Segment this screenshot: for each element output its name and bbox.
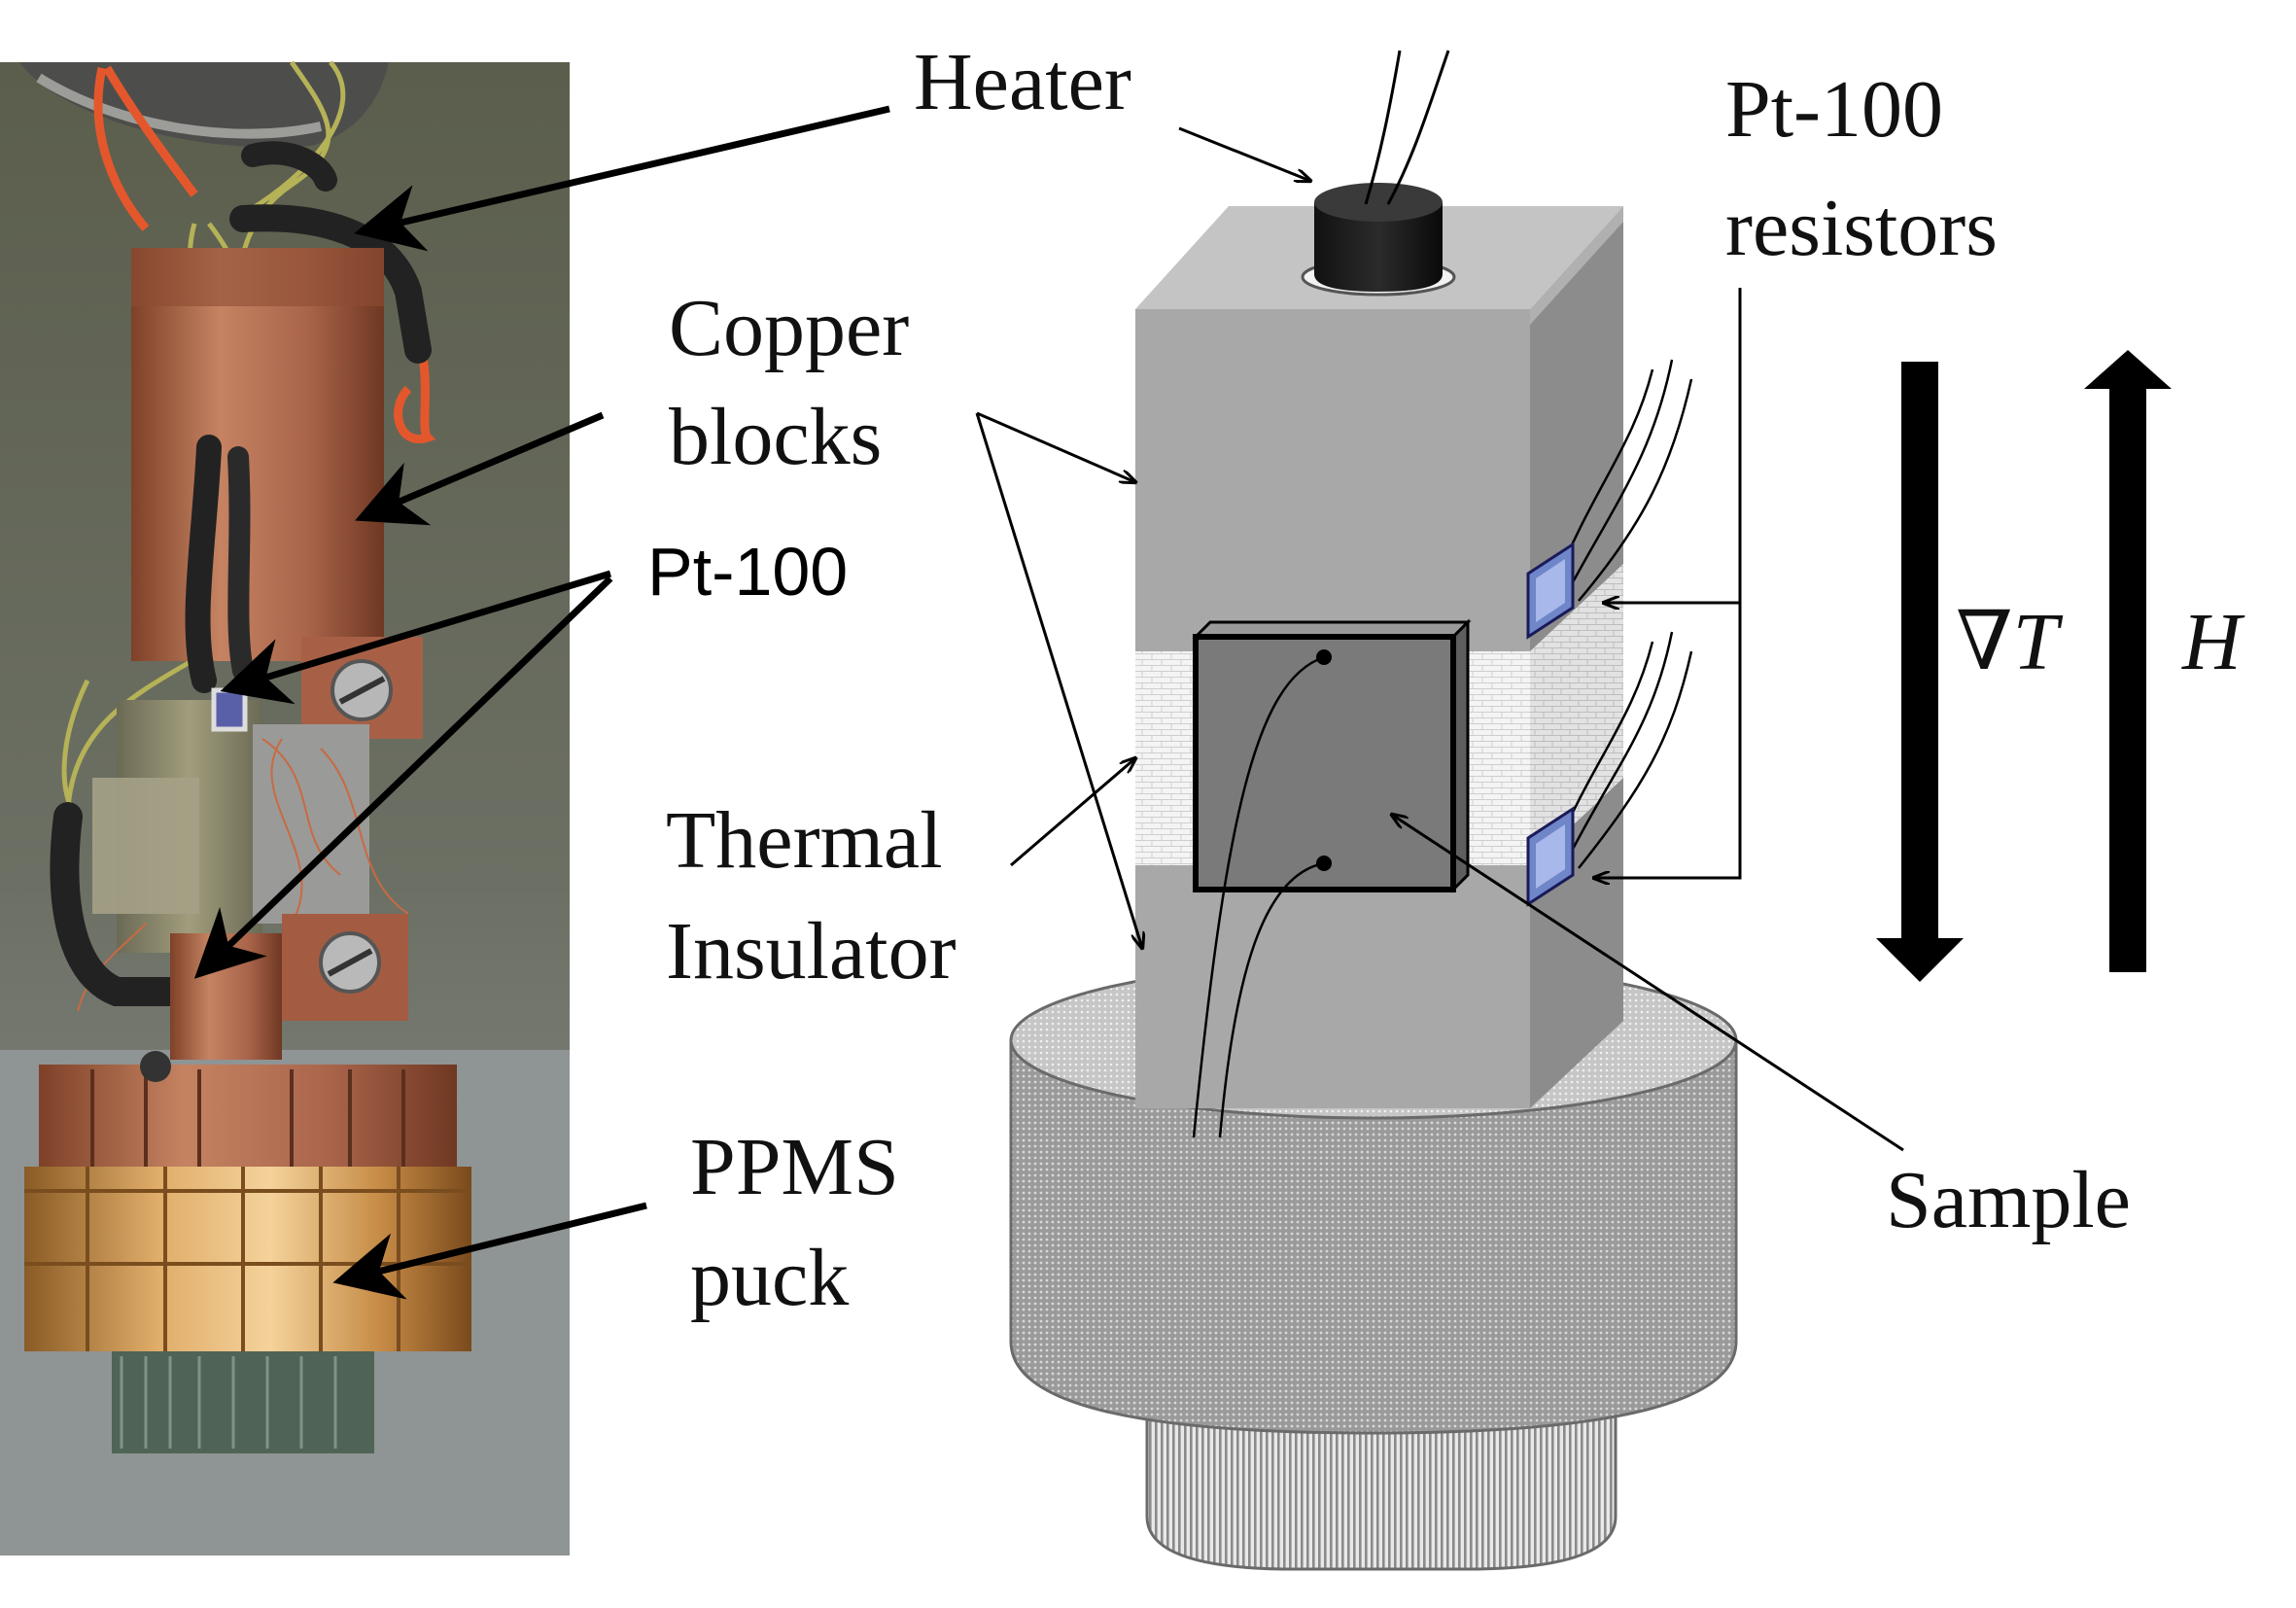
heater-body: [1314, 202, 1443, 292]
arrow-insulator: [1010, 758, 1135, 867]
pt100-upper-chip-inner: [1536, 559, 1565, 622]
label-ppms-line2: puck: [690, 1233, 849, 1323]
field-arrow: [2084, 350, 2172, 972]
label-field-h: H: [2181, 597, 2245, 687]
photo-puck-post: [112, 1351, 374, 1453]
photo-puck-gold-slots: [24, 1167, 471, 1351]
photo-wire-tube-2: [227, 446, 254, 682]
photo-puck-gold-ring: [24, 1167, 471, 1351]
puck-disc-side: [1009, 1038, 1738, 1435]
label-thermal-line1: Thermal: [666, 795, 943, 886]
lower-copper-block-front: [1135, 865, 1530, 1108]
photo-top-fixture-highlight: [36, 73, 323, 139]
photo-fine-wires: [77, 738, 409, 1012]
label-heater: Heater: [914, 37, 1131, 127]
photo-puck-copper-slots: [90, 1069, 405, 1167]
schematic-arrows: [975, 126, 1904, 1152]
photo-wire-tube-3: [50, 802, 209, 1006]
upper-copper-block-front: [1135, 309, 1530, 651]
photo-copper-block-upper: [131, 248, 384, 661]
label-pt100-resistors-line2: resistors: [1725, 183, 1998, 273]
arrow-ppms-photo: [332, 1202, 647, 1300]
heater-wires: [1364, 50, 1450, 205]
labels: Heater Copper blocks Pt-100 Thermal Insu…: [647, 37, 2245, 1323]
photo-heater-tube: [229, 204, 432, 364]
pt100-lower-chip-inner: [1536, 824, 1565, 889]
label-pt100-photo: Pt-100: [647, 534, 848, 610]
heater: [1301, 50, 1456, 297]
arrow-pt100-bottom-photo: [193, 576, 613, 979]
up-arrow-icon: [2084, 350, 2172, 389]
arrow-copper-photo: [355, 411, 605, 526]
arrow-sample: [1392, 815, 1904, 1152]
photo-puck-copper-ring: [39, 1065, 457, 1171]
sample-lead-wires: [1192, 655, 1325, 1138]
gradient-arrow: [1876, 362, 1964, 982]
upper-copper-block-top-edge: [1530, 206, 1623, 325]
arrow-pt100-top-photo: [220, 570, 612, 705]
label-thermal-line2: Insulator: [666, 906, 957, 996]
photo-puck-hole: [140, 1051, 171, 1082]
label-sample: Sample: [1886, 1155, 2131, 1245]
photograph-panel: [0, 60, 570, 1556]
heater-top: [1314, 183, 1443, 222]
photo-copper-block-upper-shade: [131, 248, 384, 306]
insulator-side: [1530, 564, 1623, 865]
label-copper-line1: Copper: [669, 283, 909, 373]
photo-wire-tube-1: [185, 435, 222, 693]
photo-upper-screw-slot: [338, 676, 386, 705]
arrow-copper-lower: [975, 412, 1142, 948]
pt100-resistors: [1526, 359, 1693, 907]
schematic-panel: [975, 50, 2172, 1571]
label-pt100-resistors-line1: Pt-100: [1725, 64, 1943, 155]
photo-heater-tube2: [241, 141, 337, 192]
sample: [1192, 618, 1472, 1138]
arrow-copper-upper: [976, 411, 1135, 482]
label-ppms-line1: PPMS: [690, 1122, 899, 1212]
photo-lower-screw-slot: [327, 948, 373, 977]
down-arrow-icon: [1876, 938, 1964, 982]
photo-sample-plate: [253, 724, 369, 924]
label-copper-line2: blocks: [669, 392, 882, 482]
photo-puck-post-texture: [120, 1356, 337, 1449]
field-arrow-shaft: [2109, 384, 2146, 972]
gradient-arrow-shaft: [1901, 362, 1938, 945]
sample-face: [1193, 634, 1456, 892]
photo-orange-wire: [93, 65, 198, 231]
photo-pt100-top: [211, 687, 248, 732]
arrow-heater-photo: [354, 105, 890, 252]
label-grad-t: ∇T: [1956, 597, 2064, 687]
photo-insulator-left: [92, 778, 199, 914]
arrow-heater-schematic: [1178, 126, 1310, 181]
upper-copper-block-side: [1530, 222, 1623, 651]
arrow-pt100-bracket: [1604, 288, 1742, 880]
photo-arrows: [193, 105, 890, 1300]
